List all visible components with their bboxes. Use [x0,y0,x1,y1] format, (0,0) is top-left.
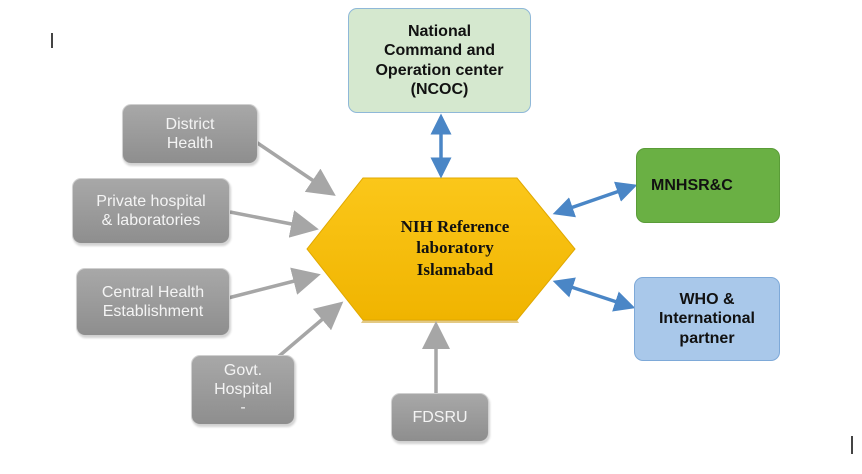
fdsru-label: FDSRU [412,408,468,426]
node-private-hospital: Private hospital & laboratories [72,178,230,244]
mnhsrc-label: MNHSR&C [651,176,733,194]
center-node-label: NIH Reference laboratory Islamabad [340,216,570,280]
who-line-1: WHO & [679,291,735,309]
text-cursor-bottom [851,436,853,454]
arrow-govt-to-center [276,301,344,359]
center-line-1: NIH Reference [400,217,510,236]
ncoc-line-2: Command and [383,42,496,60]
center-hexagon-shadow [361,320,519,323]
ncoc-line-1: National [407,23,472,41]
node-district-health: District Health [122,104,258,164]
govt-line-3: - [240,399,246,417]
private-line-2: & laboratories [101,212,201,229]
arrow-private-to-center [229,210,319,238]
who-line-2: International [658,310,755,328]
central-line-2: Establishment [102,303,204,320]
govt-line-1: Govt. [223,362,263,380]
node-ncoc: National Command and Operation center (N… [348,8,531,113]
district-line-2: Health [166,135,214,152]
ncoc-line-3: Operation center [375,61,504,79]
center-line-3: Islamabad [416,259,494,279]
district-line-1: District [165,115,215,133]
node-fdsru: FDSRU [391,393,489,442]
arrow-mnhsrc-center [552,181,638,218]
arrow-central-to-center [227,267,321,300]
ncoc-line-4: (NCOC) [410,80,469,98]
center-line-2: laboratory [416,238,494,258]
node-mnhsrc: MNHSR&C [636,148,780,223]
arrow-who-center [552,277,636,312]
node-govt-hospital: Govt. Hospital - [191,355,295,425]
govt-line-2: Hospital [214,380,272,398]
text-cursor-top [51,33,53,48]
node-who: WHO & International partner [634,277,780,361]
node-central-health: Central Health Establishment [76,268,230,336]
who-line-3: partner [679,329,735,347]
arrow-district-to-center [255,140,336,196]
private-line-1: Private hospital [96,192,206,210]
central-line-1: Central Health [101,283,205,301]
